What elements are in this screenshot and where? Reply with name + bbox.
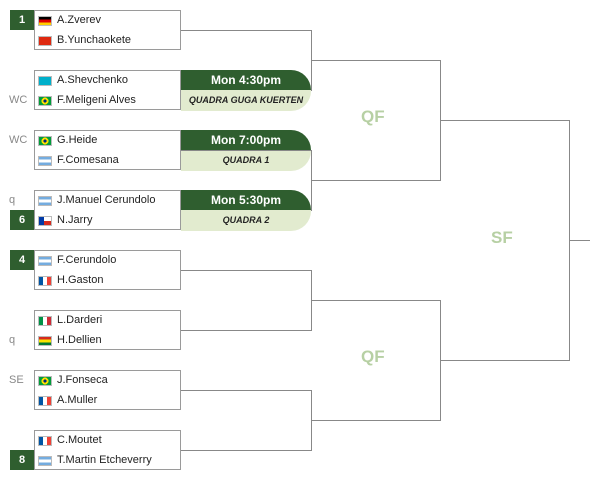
entry-tag: q: [9, 334, 16, 346]
player-row[interactable]: A.Zverev: [35, 11, 180, 31]
bracket-line: [311, 180, 441, 181]
france-flag-icon: [38, 436, 52, 446]
match-box[interactable]: A.Shevchenko F.Meligeni Alves: [34, 70, 181, 110]
chile-flag-icon: [38, 216, 52, 226]
entry-tag: WC: [9, 134, 28, 146]
china-flag-icon: [38, 36, 52, 46]
round-label-qf: QF: [361, 107, 385, 126]
player-row[interactable]: A.Shevchenko: [35, 71, 180, 91]
bracket-line: [440, 360, 570, 361]
germany-flag-icon: [38, 16, 52, 26]
player-name[interactable]: C.Moutet: [57, 434, 102, 446]
match-box[interactable]: J.Fonseca A.Muller: [34, 370, 181, 410]
schedule-card[interactable]: Mon 7:00pm QUADRA 1: [181, 130, 311, 171]
player-name[interactable]: G.Heide: [57, 134, 98, 146]
player-name[interactable]: A.Shevchenko: [57, 74, 128, 86]
player-row[interactable]: H.Dellien: [35, 331, 180, 351]
match-box[interactable]: F.Cerundolo H.Gaston: [34, 250, 181, 290]
court-name: QUADRA 1: [181, 150, 311, 171]
bracket-line: [569, 240, 590, 241]
argentina-flag-icon: [38, 196, 52, 206]
player-row[interactable]: B.Yunchaokete: [35, 31, 180, 51]
player-row[interactable]: L.Darderi: [35, 311, 180, 331]
bracket-line: [181, 30, 312, 31]
argentina-flag-icon: [38, 256, 52, 266]
player-row[interactable]: A.Muller: [35, 391, 180, 411]
italy-flag-icon: [38, 316, 52, 326]
argentina-flag-icon: [38, 456, 52, 466]
entry-tag: SE: [9, 374, 24, 386]
seed-badge: 4: [10, 250, 34, 270]
player-row[interactable]: H.Gaston: [35, 271, 180, 291]
match-box[interactable]: C.Moutet T.Martin Etcheverry: [34, 430, 181, 470]
match-box[interactable]: A.Zverev B.Yunchaokete: [34, 10, 181, 50]
player-name[interactable]: T.Martin Etcheverry: [57, 454, 152, 466]
seed-badge: 1: [10, 10, 34, 30]
player-row[interactable]: T.Martin Etcheverry: [35, 451, 180, 471]
player-name[interactable]: F.Cerundolo: [57, 254, 117, 266]
france-flag-icon: [38, 276, 52, 286]
brazil-flag-icon: [38, 136, 52, 146]
bracket-line: [311, 420, 441, 421]
bracket-line: [311, 300, 441, 301]
brazil-flag-icon: [38, 96, 52, 106]
bracket-line: [181, 450, 312, 451]
player-name[interactable]: N.Jarry: [57, 214, 93, 226]
bracket-line: [181, 270, 312, 271]
match-box[interactable]: L.Darderi H.Dellien: [34, 310, 181, 350]
player-name[interactable]: A.Zverev: [57, 14, 102, 26]
player-row[interactable]: C.Moutet: [35, 431, 180, 451]
match-time: Mon 4:30pm: [181, 70, 311, 90]
player-name[interactable]: J.Fonseca: [57, 374, 108, 386]
kazakhstan-flag-icon: [38, 76, 52, 86]
player-name[interactable]: L.Darderi: [57, 314, 103, 326]
seed-badge: 8: [10, 450, 34, 470]
bracket-line: [181, 330, 312, 331]
brazil-flag-icon: [38, 376, 52, 386]
bracket-line: [440, 120, 570, 121]
player-name[interactable]: J.Manuel Cerundolo: [57, 194, 156, 206]
court-name: QUADRA GUGA KUERTEN: [181, 90, 311, 111]
bracket-line: [311, 60, 441, 61]
round-label-qf: QF: [361, 347, 385, 366]
player-row[interactable]: F.Meligeni Alves: [35, 91, 180, 111]
argentina-flag-icon: [38, 156, 52, 166]
player-name[interactable]: F.Comesana: [57, 154, 119, 166]
match-time: Mon 5:30pm: [181, 190, 311, 210]
match-box[interactable]: J.Manuel Cerundolo N.Jarry: [34, 190, 181, 230]
player-name[interactable]: F.Meligeni Alves: [57, 94, 136, 106]
bracket-line: [181, 390, 312, 391]
player-row[interactable]: F.Cerundolo: [35, 251, 180, 271]
entry-tag: WC: [9, 94, 28, 106]
player-row[interactable]: J.Fonseca: [35, 371, 180, 391]
schedule-card[interactable]: Mon 5:30pm QUADRA 2: [181, 190, 311, 231]
player-name[interactable]: H.Dellien: [57, 334, 102, 346]
bolivia-flag-icon: [38, 336, 52, 346]
match-box[interactable]: G.Heide F.Comesana: [34, 130, 181, 170]
player-row[interactable]: J.Manuel Cerundolo: [35, 191, 180, 211]
player-name[interactable]: A.Muller: [57, 394, 98, 406]
round-label-sf: SF: [491, 228, 513, 247]
seed-badge: 6: [10, 210, 34, 230]
court-name: QUADRA 2: [181, 210, 311, 231]
player-row[interactable]: G.Heide: [35, 131, 180, 151]
player-name[interactable]: H.Gaston: [57, 274, 104, 286]
player-row[interactable]: N.Jarry: [35, 211, 180, 231]
match-time: Mon 7:00pm: [181, 130, 311, 150]
bracket-line: [181, 150, 312, 151]
entry-tag: q: [9, 194, 16, 206]
player-row[interactable]: F.Comesana: [35, 151, 180, 171]
player-name[interactable]: B.Yunchaokete: [57, 34, 132, 46]
france-flag-icon: [38, 396, 52, 406]
schedule-card[interactable]: Mon 4:30pm QUADRA GUGA KUERTEN: [181, 70, 311, 111]
